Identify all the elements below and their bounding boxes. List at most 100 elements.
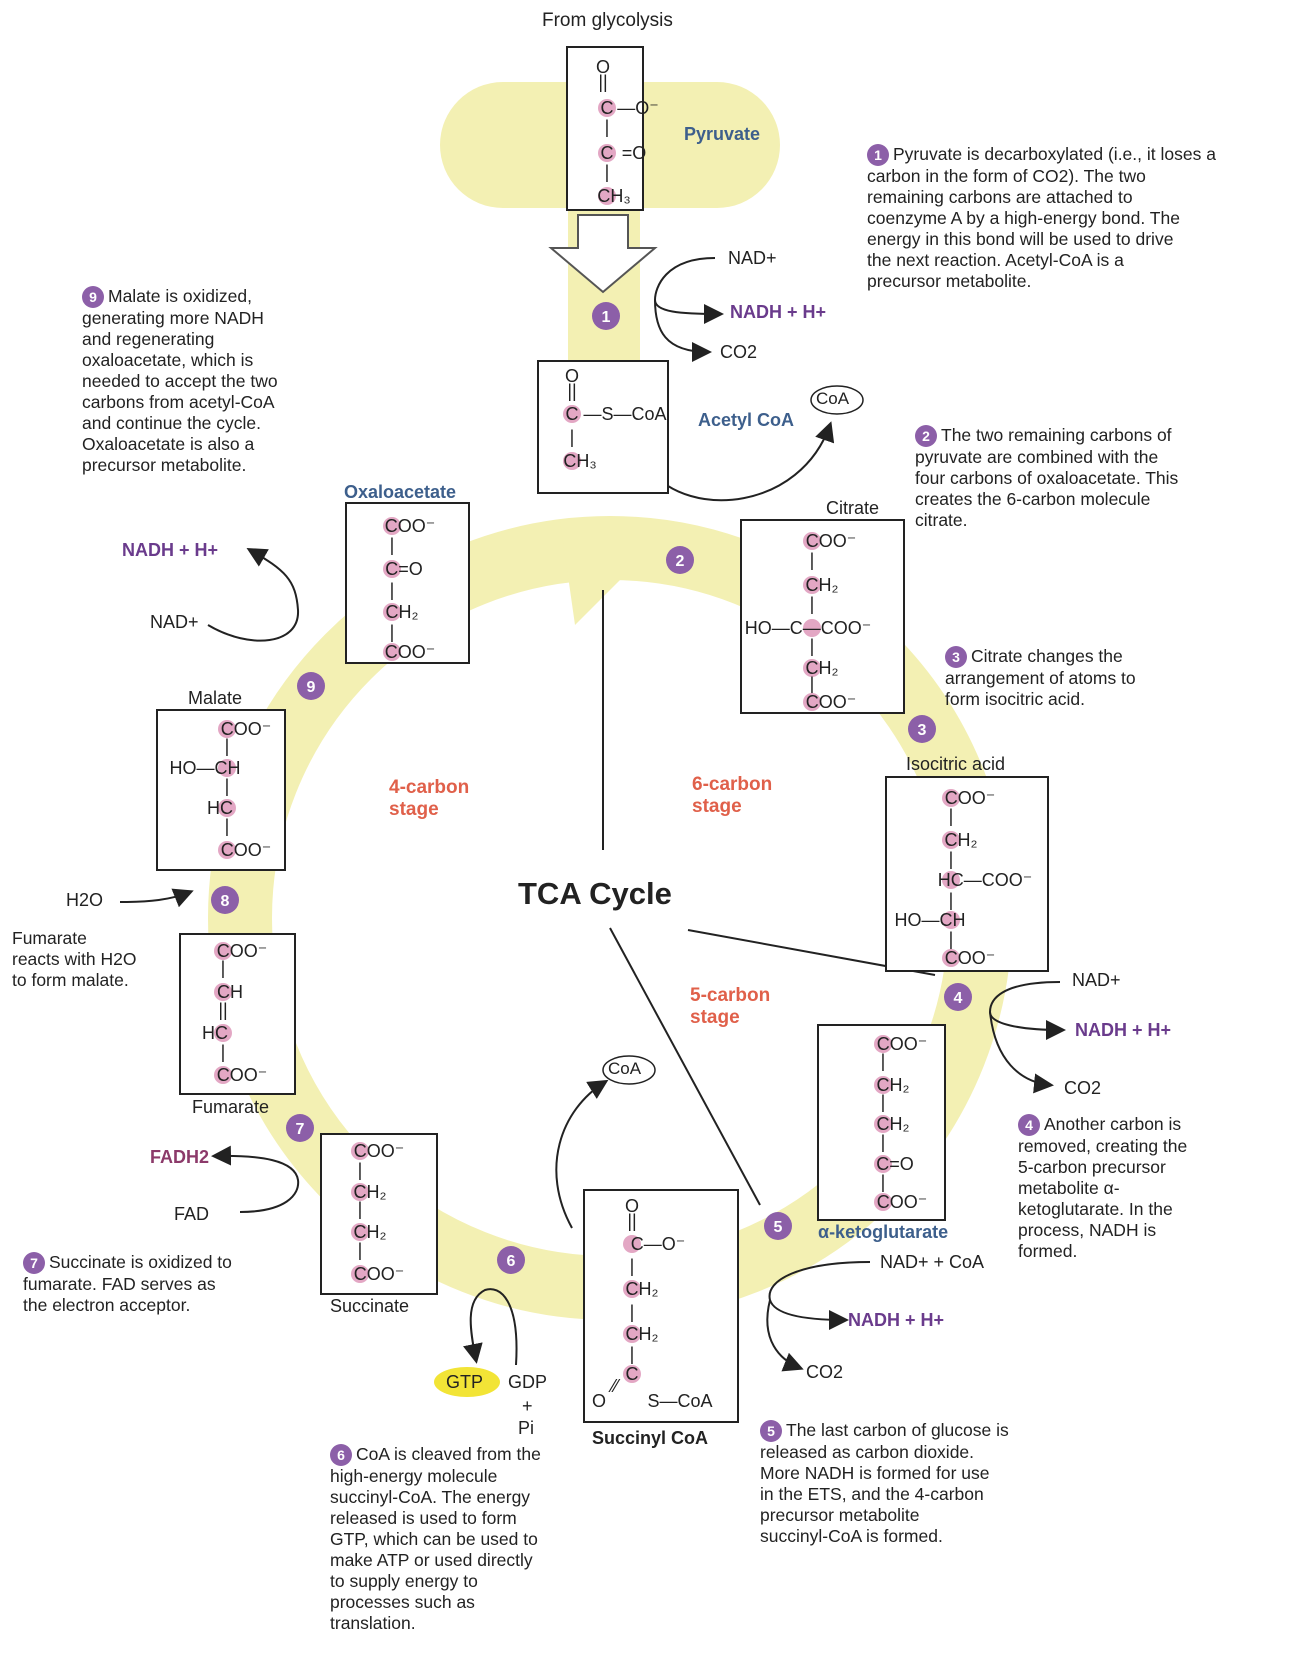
note-number: 4 bbox=[1018, 1114, 1040, 1136]
svg-text:4: 4 bbox=[954, 990, 963, 1007]
acetyl-coa-structure-box bbox=[537, 360, 669, 494]
svg-text:|: | bbox=[881, 1132, 886, 1152]
note-line: Malate is oxidized, bbox=[108, 286, 252, 306]
fumarate-structure-box bbox=[179, 933, 296, 1095]
note-line: succinyl-CoA is formed. bbox=[760, 1526, 943, 1546]
coa-label-top: CoA bbox=[816, 389, 850, 408]
fumarate-label: Fumarate bbox=[192, 1097, 270, 1117]
svg-text:||: || bbox=[218, 1000, 227, 1020]
isocitric-structure: COO⁻ | CH₂ | HC—COO⁻ | HO—CH | COO⁻ bbox=[895, 788, 1033, 968]
coa-label-bottom: CoA bbox=[608, 1059, 642, 1078]
note-number: 1 bbox=[867, 144, 889, 166]
svg-text:HC: HC bbox=[202, 1023, 228, 1043]
note-line: removed, creating the bbox=[1018, 1136, 1188, 1156]
ketoglutarate-structure: COO⁻ | CH₂ | CH₂ | C=O | COO⁻ bbox=[874, 1034, 927, 1212]
note-line: GTP, which can be used to bbox=[330, 1529, 538, 1549]
svg-text:|: | bbox=[630, 1344, 635, 1364]
svg-text:HC: HC bbox=[207, 798, 233, 818]
note-line: form isocitric acid. bbox=[945, 689, 1086, 709]
svg-text:||: || bbox=[627, 1211, 636, 1231]
note-line: make ATP or used directly bbox=[330, 1550, 533, 1570]
note-number: 2 bbox=[915, 425, 937, 447]
ketoglutarate-label: α-ketoglutarate bbox=[818, 1222, 949, 1242]
succinate-structure-box bbox=[320, 1133, 438, 1295]
nad-label-9: NAD+ bbox=[150, 612, 199, 632]
stage-word: 5-carbon bbox=[690, 985, 771, 1006]
note-line: to form malate. bbox=[12, 970, 129, 990]
h2o-arrow bbox=[119, 888, 194, 908]
svg-text:|: | bbox=[810, 550, 815, 570]
coa-release-arrow bbox=[649, 421, 835, 502]
coa-oval-top bbox=[810, 385, 864, 415]
svg-text:C: C bbox=[626, 1364, 639, 1384]
svg-text:8: 8 bbox=[221, 893, 230, 910]
svg-text:2: 2 bbox=[676, 553, 685, 570]
svg-text:|: | bbox=[221, 1042, 226, 1062]
svg-text:COO⁻: COO⁻ bbox=[217, 941, 268, 961]
acetyl-coa-structure: O|| C—S—CoA | CH₃ bbox=[563, 366, 667, 471]
plus-label: + bbox=[522, 1396, 533, 1416]
svg-text:|: | bbox=[390, 622, 395, 642]
pi-label: Pi bbox=[518, 1418, 535, 1438]
co2-arrow-1 bbox=[654, 299, 712, 362]
step-9-circle: 9 bbox=[297, 672, 325, 700]
decarboxylation-arrow bbox=[548, 214, 658, 294]
note-line: Another carbon is bbox=[1044, 1114, 1182, 1134]
svg-text:|: | bbox=[390, 580, 395, 600]
svg-text:HO—CH: HO—CH bbox=[895, 910, 966, 930]
stage-word: 4-carbon bbox=[389, 777, 470, 798]
co2-label-4: CO2 bbox=[1064, 1078, 1102, 1098]
svg-text:3: 3 bbox=[918, 722, 927, 739]
note-number: 7 bbox=[23, 1252, 45, 1274]
note-line: CoA is cleaved from the bbox=[356, 1444, 541, 1464]
note-line: Fumarate bbox=[12, 928, 87, 948]
svg-text:COO⁻: COO⁻ bbox=[945, 788, 996, 808]
note-number: 6 bbox=[330, 1444, 352, 1466]
fad-label: FAD bbox=[174, 1204, 210, 1224]
nadh-label-9: NADH + H+ bbox=[122, 540, 219, 560]
svg-text:|: | bbox=[881, 1092, 886, 1112]
cycle-title: TCA Cycle bbox=[518, 876, 672, 911]
note-line: high-energy molecule bbox=[330, 1466, 498, 1486]
svg-text:CH₂: CH₂ bbox=[354, 1182, 387, 1202]
svg-text:|: | bbox=[810, 636, 815, 656]
step-3-circle: 3 bbox=[908, 715, 936, 743]
svg-text:COO⁻: COO⁻ bbox=[385, 516, 436, 536]
pyruvate-structure-box bbox=[566, 46, 644, 211]
note-line: Oxaloacetate is also a bbox=[82, 434, 255, 454]
svg-text:O: O bbox=[592, 1391, 606, 1411]
succinyl-coa-label: Succinyl CoA bbox=[592, 1428, 709, 1448]
note-line: remaining carbons are attached to bbox=[867, 187, 1133, 207]
svg-text:7: 7 bbox=[296, 1121, 305, 1138]
svg-text:|: | bbox=[630, 1302, 635, 1322]
svg-text:|: | bbox=[358, 1199, 363, 1219]
note-line: 5-carbon precursor bbox=[1018, 1157, 1166, 1177]
citrate-structure-box bbox=[740, 519, 905, 714]
note-line: four carbons of oxaloacetate. This bbox=[915, 468, 1179, 488]
note-line: carbons from acetyl-CoA bbox=[82, 392, 275, 412]
fumarate-structure: COO⁻ | CH || HC | COO⁻ bbox=[202, 941, 267, 1085]
svg-text:HO—C—COO⁻: HO—C—COO⁻ bbox=[745, 618, 872, 638]
svg-text:9: 9 bbox=[307, 679, 316, 696]
svg-text:COO⁻: COO⁻ bbox=[877, 1192, 928, 1212]
succinyl-coa-structure-box bbox=[583, 1189, 739, 1423]
svg-text:||: || bbox=[567, 381, 576, 401]
svg-text:CH₂: CH₂ bbox=[626, 1324, 659, 1344]
svg-text:|: | bbox=[221, 958, 226, 978]
h2o-label: H2O bbox=[66, 890, 104, 910]
svg-text:5: 5 bbox=[774, 1219, 783, 1236]
nad-label-4: NAD+ bbox=[1072, 970, 1121, 990]
svg-text:|: | bbox=[358, 1240, 363, 1260]
note-line: Pyruvate is decarboxylated (i.e., it los… bbox=[893, 144, 1216, 164]
note-line: released is used to form bbox=[330, 1508, 517, 1528]
nad-label-1: NAD+ bbox=[728, 248, 777, 268]
succinate-label: Succinate bbox=[330, 1296, 410, 1316]
note-line: processes such as bbox=[330, 1592, 475, 1612]
step-8-circle: 8 bbox=[211, 886, 239, 914]
gtp-highlight bbox=[434, 1367, 500, 1397]
